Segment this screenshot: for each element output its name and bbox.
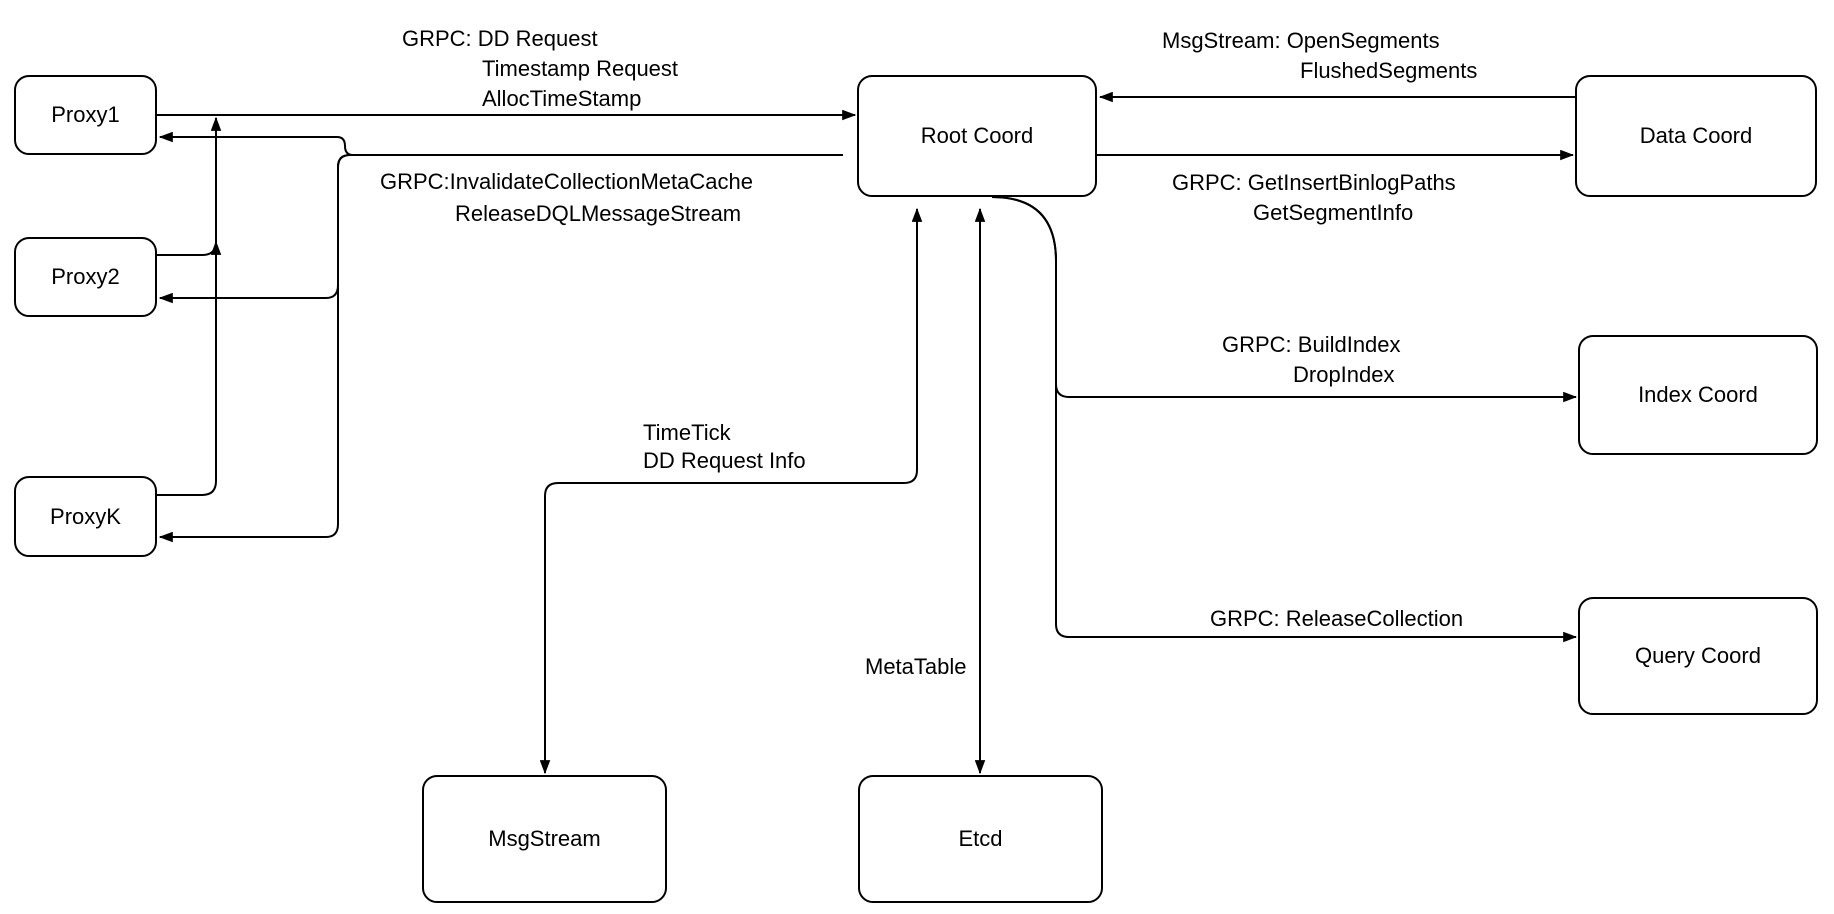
node-index-coord[interactable]: Index Coord xyxy=(1578,335,1818,455)
node-msgstream-label: MsgStream xyxy=(488,826,601,851)
node-msgstream[interactable]: MsgStream xyxy=(422,775,667,903)
edge-rootcoord-to-proxy1 xyxy=(158,131,843,156)
node-query-coord[interactable]: Query Coord xyxy=(1578,597,1818,715)
node-proxy1[interactable]: Proxy1 xyxy=(14,75,157,155)
edge-label-metatable: MetaTable xyxy=(865,654,967,679)
node-proxyk-label: ProxyK xyxy=(50,503,121,529)
node-index-coord-label: Index Coord xyxy=(1638,382,1758,407)
node-proxy2[interactable]: Proxy2 xyxy=(14,237,157,317)
node-query-coord-label: Query Coord xyxy=(1635,643,1761,668)
edge-proxyk-to-rootcoord xyxy=(157,116,222,496)
edge-label-release-collection: GRPC: ReleaseCollection xyxy=(1210,606,1464,631)
node-etcd-label: Etcd xyxy=(958,826,1003,851)
edge-rootcoord-msgstream xyxy=(539,207,923,775)
node-data-coord[interactable]: Data Coord xyxy=(1575,75,1817,197)
node-proxy2-label: Proxy2 xyxy=(51,264,120,289)
edge-rootcoord-to-proxyk xyxy=(158,154,843,543)
edge-rootcoord-to-querycoord xyxy=(991,196,1578,643)
node-data-coord-label: Data Coord xyxy=(1639,123,1753,148)
node-root-coord[interactable]: Root Coord xyxy=(857,75,1097,197)
node-proxy1-label: Proxy1 xyxy=(51,102,120,127)
node-root-coord-label: Root Coord xyxy=(920,123,1034,148)
node-etcd[interactable]: Etcd xyxy=(858,775,1103,903)
node-proxyk[interactable]: ProxyK xyxy=(14,476,157,557)
edge-proxy2-to-rootcoord xyxy=(157,240,222,256)
